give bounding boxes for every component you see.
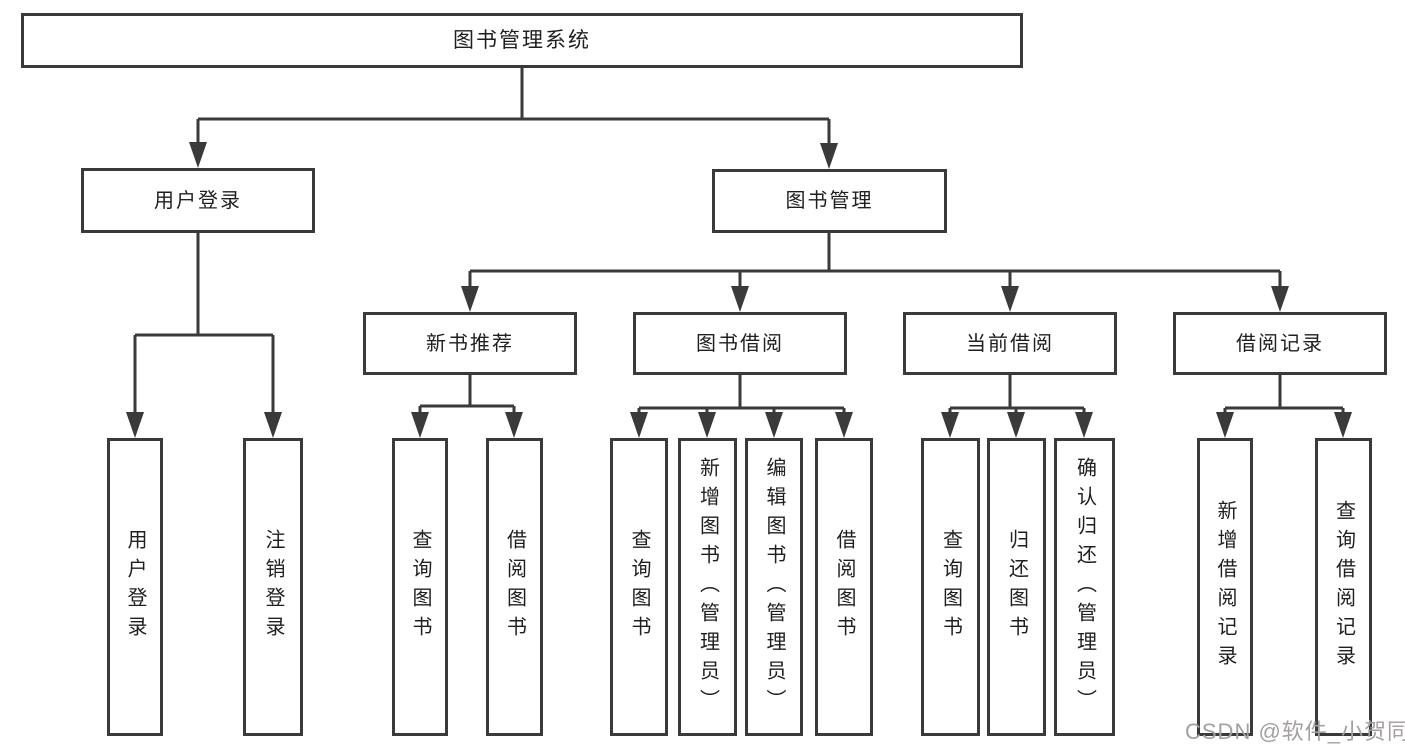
node-borrowing-records: 借阅记录: [1173, 312, 1387, 375]
leaf-query-books-current: 查询图书: [921, 438, 980, 736]
node-user-login: 用户登录: [81, 168, 315, 233]
node-book-borrowing: 图书借阅: [633, 312, 847, 375]
leaf-user-login: 用户登录: [107, 438, 163, 736]
watermark: CSDN @软件_小贺同学: [1185, 719, 1405, 744]
leaf-logout: 注销登录: [243, 438, 303, 736]
leaf-return-books: 归还图书: [987, 438, 1046, 736]
leaf-query-books-recommend: 查询图书: [392, 438, 448, 736]
leaf-borrow-books-recommend: 借阅图书: [486, 438, 543, 736]
node-new-book-recommendation: 新书推荐: [363, 312, 577, 375]
leaf-query-borrow-record: 查询借阅记录: [1315, 438, 1372, 736]
leaf-add-borrow-record: 新增借阅记录: [1197, 438, 1253, 736]
node-current-borrowing: 当前借阅: [903, 312, 1117, 375]
leaf-borrow-books: 借阅图书: [815, 438, 873, 736]
node-book-management: 图书管理: [712, 169, 947, 233]
node-library-management-system: 图书管理系统: [21, 13, 1023, 68]
leaf-add-books-admin: 新增图书（管理员）: [678, 438, 737, 736]
leaf-confirm-return-admin: 确认归还（管理员）: [1054, 438, 1115, 736]
leaf-query-books-borrow: 查询图书: [610, 438, 668, 736]
leaf-edit-books-admin: 编辑图书（管理员）: [745, 438, 803, 736]
